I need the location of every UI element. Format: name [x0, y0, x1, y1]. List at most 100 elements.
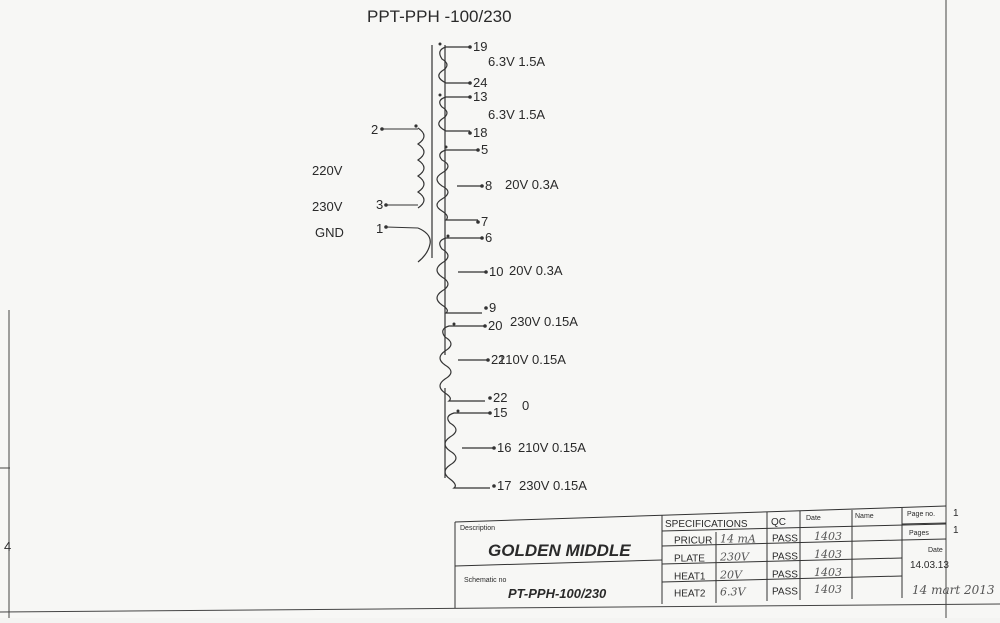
- qc-date-heat2: 1403: [814, 583, 842, 596]
- pin-number-6: 6: [485, 230, 492, 245]
- pin-dot-21: [486, 358, 490, 362]
- phase-dots: [438, 42, 460, 413]
- primary-pin-3: 3: [376, 197, 383, 212]
- margin-number: 4: [4, 539, 11, 554]
- primary-label-220v: 220V: [312, 163, 343, 178]
- schematic-no-value: PT-PPH-100/230: [508, 586, 607, 601]
- primary-label-gnd: GND: [315, 225, 344, 240]
- date-label: Date: [928, 547, 943, 554]
- schematic-title: PPT-PPH -100/230: [367, 7, 512, 26]
- coil-15-17: [444, 412, 490, 489]
- primary-pin-2: 2: [371, 122, 378, 137]
- description-label: Description: [460, 525, 495, 532]
- spec-name-heat1: HEAT1: [674, 572, 706, 583]
- winding-rating-13: 6.3V 1.5A: [488, 107, 545, 122]
- spec-value-heat1: 20V: [719, 569, 743, 582]
- pin-dot-20: [483, 324, 487, 328]
- pin-dot-18: [468, 131, 472, 135]
- page-no-label: Page no.: [907, 511, 935, 518]
- date-header: Date: [806, 515, 821, 522]
- winding-rating-17: 230V 0.15A: [519, 478, 587, 493]
- winding-rating-8: 20V 0.3A: [505, 177, 559, 192]
- pin-dot-16: [492, 446, 496, 450]
- pin-number-19: 19: [473, 39, 487, 54]
- name-header: Name: [855, 513, 874, 520]
- spec-name-heat2: HEAT2: [674, 589, 706, 600]
- qc-status-plate: PASS: [772, 551, 798, 562]
- primary-phase-dot: [414, 124, 418, 128]
- spec-name-pricur: PRICUR: [674, 536, 712, 547]
- spec-name-plate: PLATE: [674, 554, 705, 565]
- primary-label-230v: 230V: [312, 199, 343, 214]
- date-value: 14.03.13: [910, 560, 949, 571]
- pin-dot-9: [484, 306, 488, 310]
- primary-dot-2: [380, 127, 384, 131]
- specifications-header: SPECIFICATIONS: [665, 519, 748, 530]
- secondary-coils: [436, 46, 494, 489]
- coil-6-9: [436, 237, 482, 314]
- pin-number-21: 21: [491, 352, 505, 367]
- sheet-border-bottom: [0, 603, 1000, 613]
- qc-date-plate: 1403: [814, 548, 842, 561]
- pages-label: Pages: [909, 530, 929, 537]
- primary-coil: [416, 127, 425, 209]
- pin-number-24: 24: [473, 75, 487, 90]
- pin-number-17: 17: [497, 478, 511, 493]
- coil-20-22: [439, 325, 485, 402]
- pin-number-7: 7: [481, 214, 488, 229]
- pin-dot-15: [488, 411, 492, 415]
- page-no-value: 1: [953, 508, 959, 519]
- qc-status-heat2: PASS: [772, 586, 798, 597]
- pages-value: 1: [953, 525, 959, 536]
- qc-date-heat1: 1403: [814, 566, 842, 579]
- winding-rating-21: 210V 0.15A: [498, 352, 566, 367]
- description-value: GOLDEN MIDDLE: [488, 541, 631, 560]
- pin-number-20: 20: [488, 318, 502, 333]
- pin-dot-17: [492, 484, 496, 488]
- pin-number-16: 16: [497, 440, 511, 455]
- primary-gnd-coil: [417, 227, 431, 263]
- coil-5-7: [436, 149, 478, 221]
- winding-rating-19: 6.3V 1.5A: [488, 54, 545, 69]
- pin-number-15: 15: [493, 405, 507, 420]
- pin-dot-13: [468, 95, 472, 99]
- qc-status-heat1: PASS: [772, 569, 798, 580]
- pin-dot-10: [484, 270, 488, 274]
- winding-rating-22: 0: [522, 398, 529, 413]
- spec-value-plate: 230V: [719, 551, 750, 564]
- pin-number-5: 5: [481, 142, 488, 157]
- pin-number-8: 8: [485, 178, 492, 193]
- qc-date-pricur: 1403: [814, 530, 842, 543]
- spec-value-pricur: 14 mA: [720, 533, 756, 546]
- primary-pin-1: 1: [376, 221, 383, 236]
- qc-status-pricur: PASS: [772, 533, 798, 544]
- pin-number-22: 22: [493, 390, 507, 405]
- winding-rating-10: 20V 0.3A: [509, 263, 563, 278]
- pin-number-18: 18: [473, 125, 487, 140]
- pin-dot-19: [468, 45, 472, 49]
- primary-dot-3: [384, 203, 388, 207]
- coil-13-18: [438, 96, 470, 132]
- winding-rating-20: 230V 0.15A: [510, 314, 578, 329]
- schematic-no-label: Schematic no: [464, 577, 507, 584]
- spec-value-heat2: 6.3V: [720, 586, 746, 599]
- title-block-text: Description GOLDEN MIDDLE Schematic no P…: [460, 508, 995, 601]
- primary-dot-1: [384, 225, 388, 229]
- pin-dot-6: [480, 236, 484, 240]
- pin-number-9: 9: [489, 300, 496, 315]
- pin-dot-8: [480, 184, 484, 188]
- pin-dot-5: [476, 148, 480, 152]
- pin-dot-22: [488, 396, 492, 400]
- pin-dot-24: [468, 81, 472, 85]
- signature-date: 14 mart 2013: [912, 583, 995, 597]
- title-block: [454, 505, 947, 608]
- pin-number-10: 10: [489, 264, 503, 279]
- qc-header: QC: [771, 517, 786, 528]
- primary-lead-1: [385, 226, 419, 229]
- pin-number-13: 13: [473, 89, 487, 104]
- pin-dot-7: [476, 220, 480, 224]
